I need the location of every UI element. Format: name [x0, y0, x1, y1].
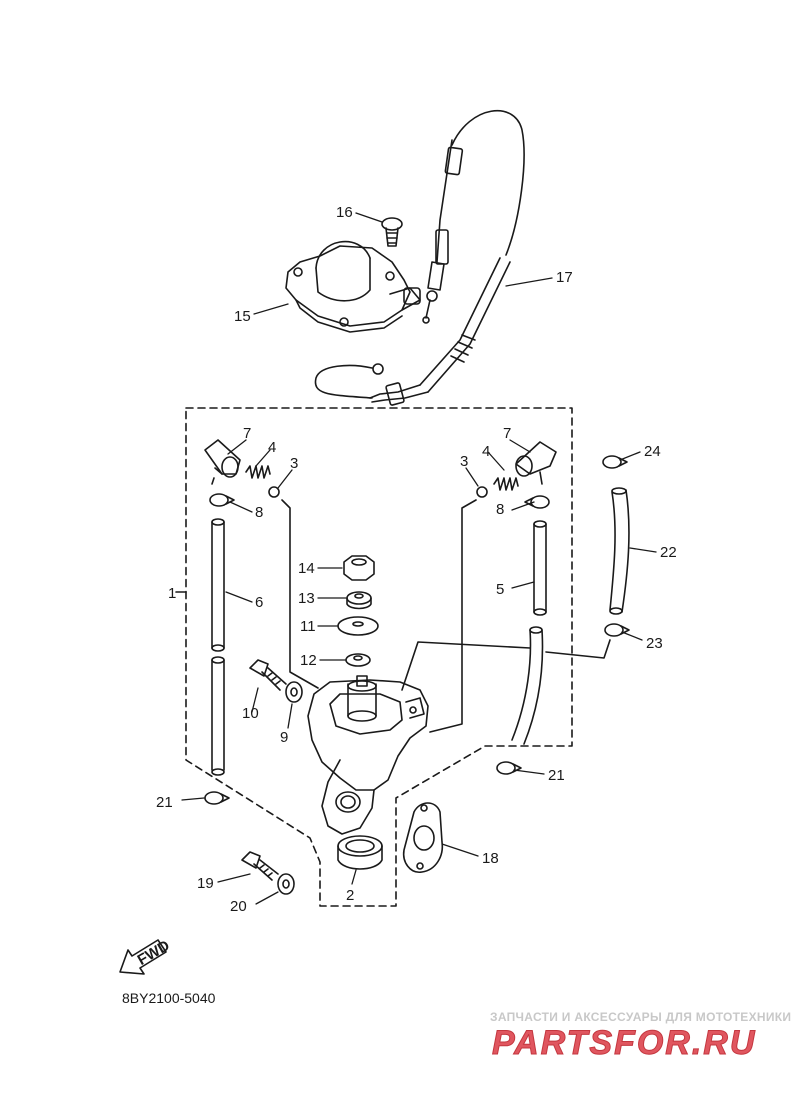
fitting-7-left [204, 439, 241, 485]
bolt-19 [241, 851, 279, 881]
hose-6 [211, 518, 225, 776]
clamp-8-left [209, 493, 235, 507]
callout-21-left: 21 [156, 794, 173, 811]
watermark-tagline: ЗАПЧАСТИ И АКСЕССУАРЫ ДЛЯ МОТОТЕХНИКИ [490, 1010, 792, 1024]
fwd-arrow-icon: FWD [119, 937, 173, 975]
guide-line-ball-right [429, 499, 477, 733]
clamp-23 [604, 623, 630, 637]
callout-11: 11 [300, 618, 316, 635]
washer-9 [285, 681, 303, 703]
washer-12 [345, 653, 371, 667]
callout-3-right: 3 [460, 453, 468, 470]
fitting-7-right [515, 441, 557, 485]
spring-4-left [245, 465, 271, 479]
diagram-code: 8BY2100-5040 [122, 990, 216, 1006]
callout-4-left: 4 [268, 439, 276, 456]
nut-14 [343, 555, 375, 581]
callout-24: 24 [644, 443, 661, 460]
assembly-boundary [185, 407, 573, 907]
cable-17 [314, 109, 525, 406]
callout-9: 9 [280, 729, 288, 746]
callout-22: 22 [660, 544, 677, 561]
callout-12: 12 [300, 652, 317, 669]
callout-17: 17 [556, 269, 573, 286]
washer-20 [277, 873, 295, 895]
callout-18: 18 [482, 850, 499, 867]
callout-4-right: 4 [482, 443, 490, 460]
cover-15 [285, 240, 421, 333]
hose-5 [533, 520, 547, 616]
seal-2 [337, 835, 383, 870]
callout-5: 5 [496, 581, 504, 598]
clamp-24 [602, 455, 628, 469]
guide-line-hose [401, 641, 531, 691]
callout-23: 23 [646, 635, 663, 652]
clamp-21-left [204, 791, 230, 805]
clamp-21-right [496, 761, 522, 775]
callout-3-left: 3 [290, 455, 298, 472]
washer-11 [337, 616, 379, 636]
guide-line-ball-left [281, 499, 319, 689]
callout-6: 6 [255, 594, 263, 611]
bolt-10 [249, 659, 287, 691]
watermark-logo: PARTSFOR.RU [492, 1024, 756, 1063]
spring-4-right [493, 477, 519, 491]
callout-19: 19 [197, 875, 214, 892]
callout-13: 13 [298, 590, 315, 607]
callout-16: 16 [336, 204, 353, 221]
hose-22 [609, 487, 630, 615]
callout-8-left: 8 [255, 504, 263, 521]
callout-2: 2 [346, 887, 354, 904]
callout-8-right: 8 [496, 501, 504, 518]
ball-3-left [268, 486, 280, 498]
callout-10: 10 [242, 705, 259, 722]
callout-21-right: 21 [548, 767, 565, 784]
callout-20: 20 [230, 898, 247, 915]
washer-13 [346, 591, 372, 610]
pump-body [307, 675, 429, 835]
callout-labels: 1 2 3 3 4 4 5 6 7 7 8 8 9 10 11 12 13 14… [156, 204, 677, 915]
guide-line-23 [545, 639, 611, 659]
clamp-8-right [524, 495, 550, 509]
ball-3-right [476, 486, 488, 498]
screw-16 [381, 217, 403, 247]
callout-1: 1 [168, 585, 176, 602]
callout-14: 14 [298, 560, 315, 577]
watermark-brand: PARTSFOR.RU [492, 1024, 756, 1062]
callout-7-left: 7 [243, 425, 251, 442]
gasket-18 [402, 802, 444, 873]
callout-7-right: 7 [503, 425, 511, 442]
hose-lower-right [511, 626, 544, 745]
leader-lines [181, 212, 657, 905]
callout-15: 15 [234, 308, 251, 325]
